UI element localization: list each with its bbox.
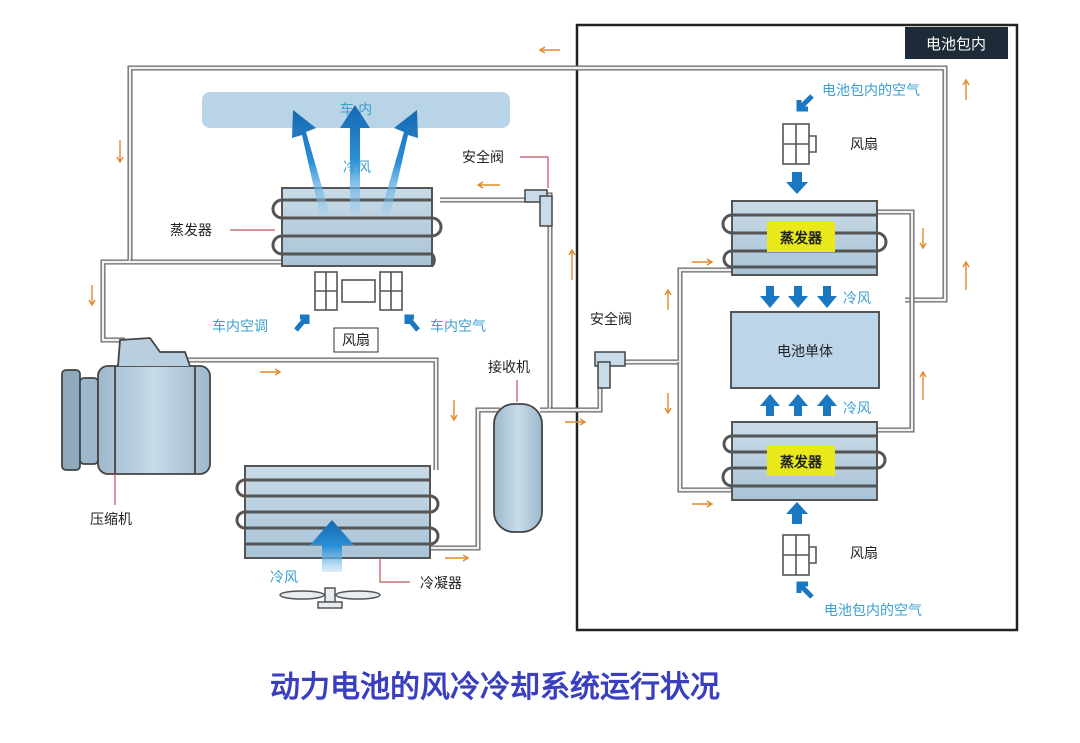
cabin-ac-inflow-arrow xyxy=(294,314,310,332)
battery-bottom-cold-air-label: 冷风 xyxy=(843,401,871,417)
condenser-leader xyxy=(379,558,410,583)
compressor-label: 压缩机 xyxy=(90,512,132,528)
battery-bottom-air-label: 电池包内的空气 xyxy=(824,603,922,619)
battery-top-fan-down-arrow xyxy=(786,172,808,194)
battery-safety-valve-icon xyxy=(594,351,626,389)
refrigerant-pipes xyxy=(100,65,948,551)
diagram-title: 动力电池的风冷冷却系统运行状况 xyxy=(270,670,720,705)
battery-bottom-evaporator xyxy=(721,421,887,501)
battery-bottom-fan-label: 风扇 xyxy=(850,546,878,562)
cabin-fan-label-box xyxy=(333,327,379,353)
receiver-label: 接收机 xyxy=(488,359,530,376)
cabin-safety-valve-leader xyxy=(520,156,549,188)
cabin-ac-label: 车内空调 xyxy=(212,318,268,335)
battery-top-fan-label: 风扇 xyxy=(850,137,878,153)
battery-top-fan-icon xyxy=(782,123,817,165)
receiver-icon xyxy=(493,403,543,533)
cabin-evaporator-label: 蒸发器 xyxy=(170,223,212,239)
cabin-air-inflow-arrow xyxy=(404,314,420,332)
flow-direction-arrows xyxy=(88,46,970,562)
battery-pack-frame xyxy=(575,23,1019,632)
battery-bottom-cold-air-arrows xyxy=(760,394,837,416)
battery-cell-label: 电池单体 xyxy=(777,344,833,360)
cabin-safety-valve-icon xyxy=(524,189,553,227)
battery-pack-header-label: 电池包内 xyxy=(926,35,986,53)
battery-top-cold-air-label: 冷风 xyxy=(843,291,871,307)
condenser-cold-air-label: 冷风 xyxy=(270,570,298,586)
battery-bottom-fan-icon xyxy=(782,534,817,576)
compressor-icon xyxy=(61,337,211,475)
battery-top-air-arrow xyxy=(796,94,814,112)
battery-bottom-fan-up-arrow xyxy=(786,502,808,524)
battery-top-air-label: 电池包内的空气 xyxy=(822,83,920,99)
battery-top-evaporator xyxy=(721,200,888,276)
condenser-fan-icon xyxy=(279,587,381,609)
battery-pack-header xyxy=(905,27,1008,59)
battery-safety-valve-label: 安全阀 xyxy=(590,311,632,328)
battery-bottom-evaporator-label: 蒸发器 xyxy=(780,454,823,471)
battery-cell xyxy=(730,311,880,389)
battery-bottom-air-arrow xyxy=(796,581,814,599)
cabin-cold-air-arrows xyxy=(292,105,418,215)
cabin-cold-air-label: 冷风 xyxy=(343,160,371,176)
battery-top-evaporator-label: 蒸发器 xyxy=(780,230,823,247)
battery-top-cold-air-arrows xyxy=(760,286,837,308)
cabin-safety-valve-label: 安全阀 xyxy=(462,149,504,166)
condenser-label: 冷凝器 xyxy=(420,576,462,592)
condenser-cold-air-arrow xyxy=(310,520,354,572)
cabin-fan-label: 风扇 xyxy=(342,333,370,349)
cabin-fan-icon xyxy=(314,271,403,311)
cabin-air-label: 车内空气 xyxy=(430,318,486,335)
